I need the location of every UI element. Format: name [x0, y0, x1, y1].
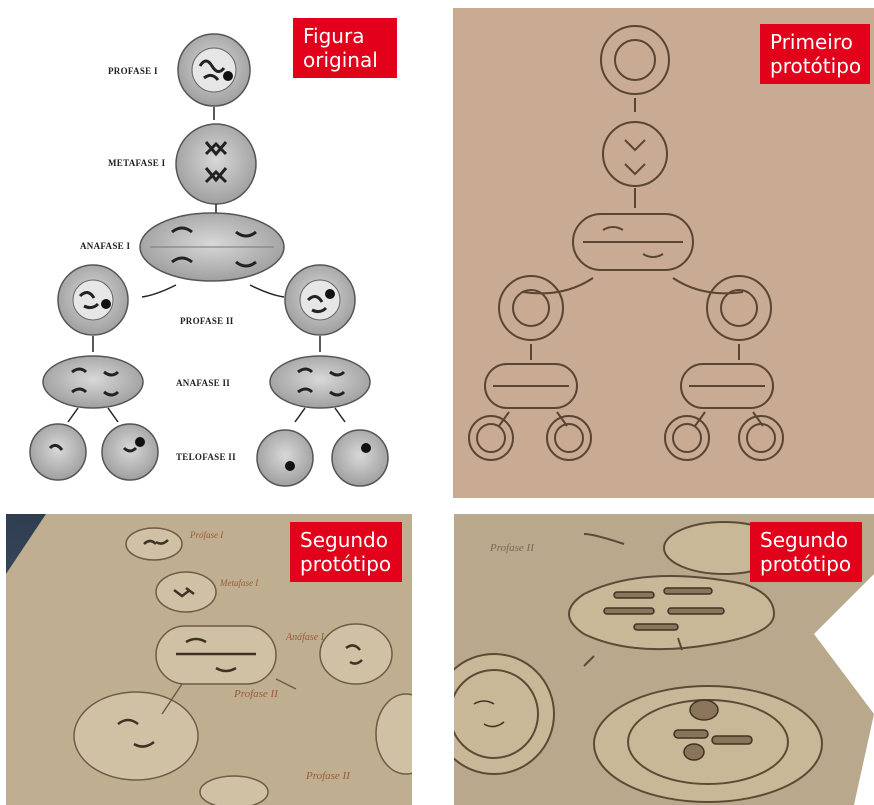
original-figure-panel: PROFASE I METAFASE I ANAFASE I PROFASE I… [0, 0, 440, 500]
segundo-prototipo-badge-b: Segundo protótipo [750, 522, 862, 582]
first-prototype-panel: Primeiro protótipo [453, 8, 874, 498]
engraved-label-profase-ii-b: Profase II [306, 770, 350, 782]
stage-label-anafase-i: ANAFASE I [80, 241, 130, 251]
engraved-label-metafase-i: Metafase I [220, 578, 258, 588]
second-prototype-panel-a: Prófase I Metafase I Anáfase I Profase I… [6, 514, 412, 805]
engraved-label-anafase-i: Anáfase I [286, 632, 324, 643]
engraved-label-profase-ii: Profase II [490, 542, 534, 554]
stage-label-profase-ii: PROFASE II [180, 316, 234, 326]
stage-label-metafase-i: METAFASE I [108, 158, 165, 168]
stage-label-profase-i: PROFASE I [108, 66, 158, 76]
figura-original-badge: Figura original [293, 18, 397, 78]
segundo-prototipo-badge-a: Segundo protótipo [290, 522, 402, 582]
stage-label-telofase-ii: TELOFASE II [176, 452, 236, 462]
engraved-label-profase-ii-a: Profase II [234, 688, 278, 700]
second-prototype-panel-b: Profase II Segundo protótipo [454, 514, 874, 805]
primeiro-prototipo-badge: Primeiro protótipo [760, 24, 870, 84]
stage-label-anafase-ii: ANAFASE II [176, 378, 230, 388]
engraved-label-profase-i: Prófase I [190, 530, 223, 540]
